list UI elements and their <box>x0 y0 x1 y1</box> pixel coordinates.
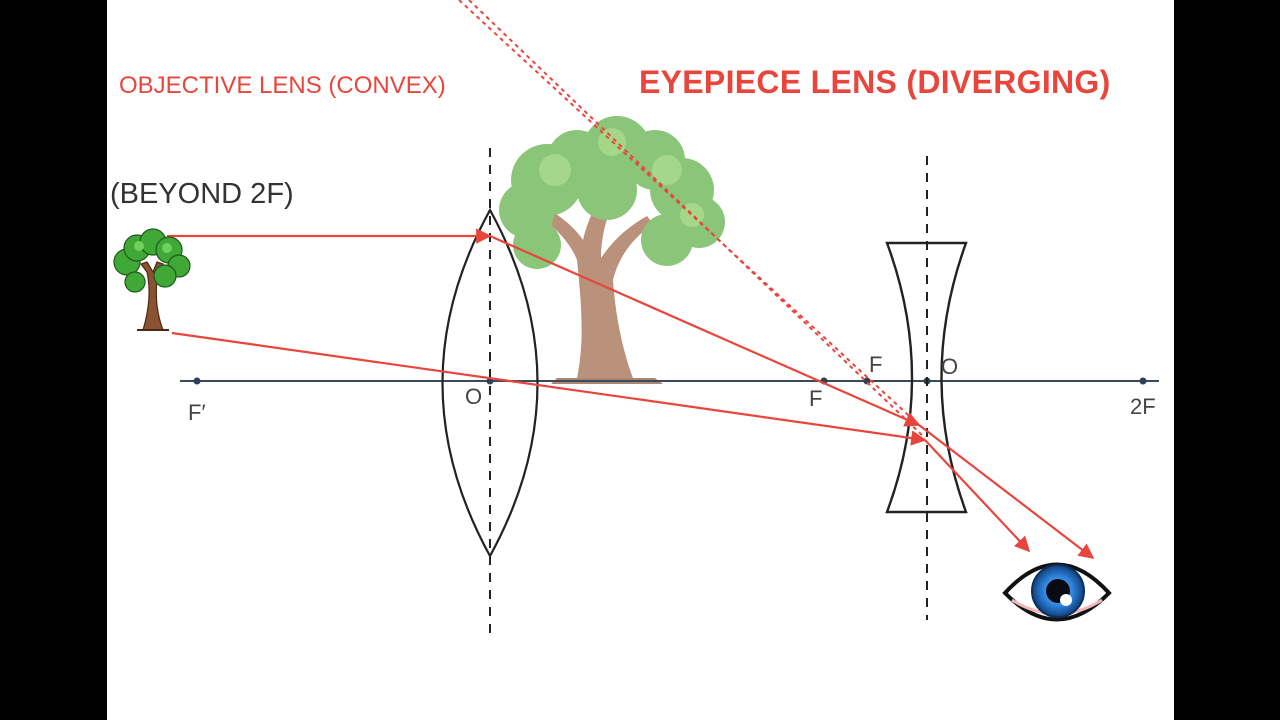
eyepiece-center-label: O <box>941 354 959 379</box>
ray-through-center <box>171 331 927 446</box>
f-prime-point <box>193 377 201 385</box>
objective-lens-title: OBJECTIVE LENS (CONVEX) <box>119 72 446 99</box>
left-letterbox <box>0 0 107 720</box>
large-tree-image <box>499 116 725 384</box>
eyepiece-lens-title: EYEPIECE LENS (DIVERGING) <box>639 64 1111 100</box>
eye-icon <box>1002 562 1112 622</box>
diagram-canvas: OBJECTIVE LENS (CONVEX) EYEPIECE LENS (D… <box>107 0 1174 720</box>
ray-diagram <box>113 0 1159 636</box>
ray-through-focus <box>489 234 921 427</box>
ray-diverged-2 <box>924 439 1031 553</box>
light-rays <box>167 228 1095 559</box>
objective-focus-label: F <box>809 386 823 411</box>
right-letterbox <box>1174 0 1280 720</box>
f-prime-label: F′ <box>188 400 206 425</box>
eyepiece-lens <box>885 156 968 620</box>
object-position-label: (BEYOND 2F) <box>110 178 294 210</box>
objective-lens <box>441 148 539 636</box>
two-f-point <box>1139 377 1147 385</box>
objective-center-label: O <box>465 384 483 409</box>
eyepiece-focus-label: F <box>869 352 883 377</box>
virtual-ray-extensions <box>458 0 926 439</box>
small-tree-object <box>113 228 191 331</box>
two-f-label: 2F <box>1130 394 1156 419</box>
concave-lens-outline <box>885 241 968 514</box>
ray-diverged-1 <box>918 424 1095 559</box>
convex-lens-outline <box>441 207 539 559</box>
